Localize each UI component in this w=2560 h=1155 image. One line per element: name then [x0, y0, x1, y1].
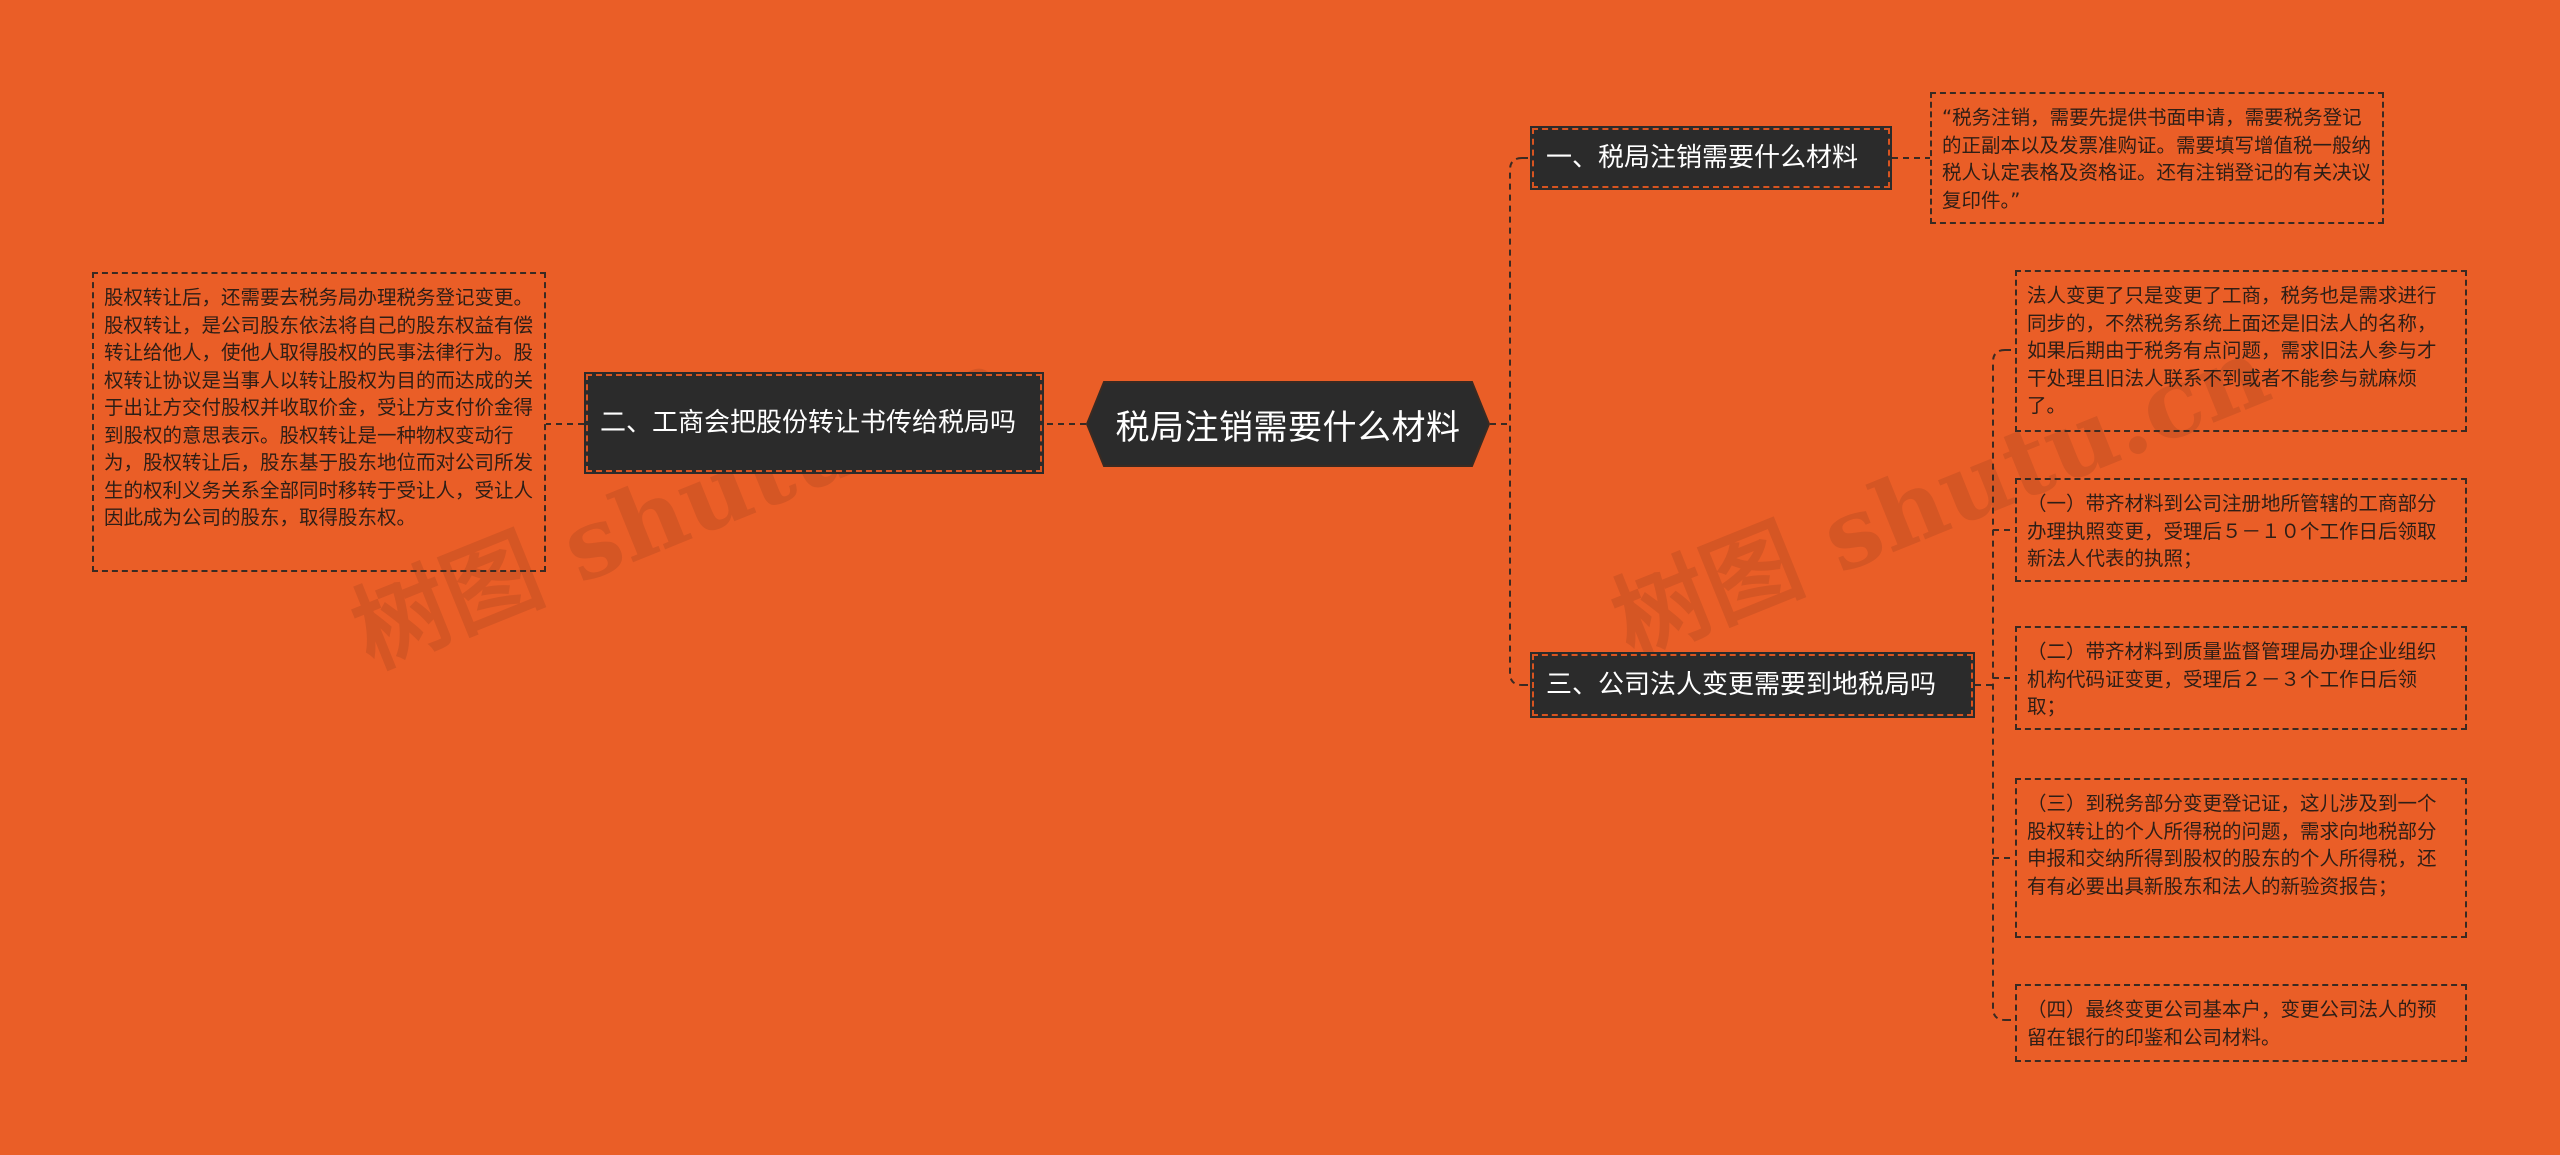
branch-2-label: 二、工商会把股份转让书传给税局吗	[600, 408, 1017, 438]
branch-3-note-5-text: （四）最终变更公司基本户，变更公司法人的预留在银行的印鉴和公司材料。	[2027, 998, 2437, 1049]
branch-3-note-5[interactable]: （四）最终变更公司基本户，变更公司法人的预留在银行的印鉴和公司材料。	[2015, 984, 2467, 1062]
branch-2-note[interactable]: 股权转让后，还需要去税务局办理税务登记变更。股权转让，是公司股东依法将自己的股东…	[92, 272, 546, 572]
connector-right-trunk	[1509, 157, 1523, 686]
branch-3-note-4-text: （三）到税务部分变更登记证，这儿涉及到一个股权转让的个人所得税的问题，需求向地税…	[2027, 792, 2437, 898]
branch-3-note-1[interactable]: 法人变更了只是变更了工商，税务也是需求进行同步的，不然税务系统上面还是旧法人的名…	[2015, 270, 2467, 432]
root-topic-label: 税局注销需要什么材料	[1115, 407, 1461, 448]
root-topic[interactable]: 税局注销需要什么材料	[1086, 381, 1490, 467]
branch-3-note-2-text: （一）带齐材料到公司注册地所管辖的工商部分办理执照变更，受理后５－１０个工作日后…	[2027, 492, 2437, 570]
branch-3-note-3-text: （二）带齐材料到质量监督管理局办理企业组织机构代码证变更，受理后２－３个工作日后…	[2027, 640, 2437, 718]
branch-3-label: 三、公司法人变更需要到地税局吗	[1546, 670, 1937, 700]
branch-3-note-1-text: 法人变更了只是变更了工商，税务也是需求进行同步的，不然税务系统上面还是旧法人的名…	[2027, 284, 2437, 417]
branch-3-note-2[interactable]: （一）带齐材料到公司注册地所管辖的工商部分办理执照变更，受理后５－１０个工作日后…	[2015, 478, 2467, 582]
connector-branch-3-trunk	[1992, 349, 2006, 1021]
branch-1-label: 一、税局注销需要什么材料	[1546, 143, 1859, 173]
branch-3-note-3[interactable]: （二）带齐材料到质量监督管理局办理企业组织机构代码证变更，受理后２－３个工作日后…	[2015, 626, 2467, 730]
branch-2-note-text: 股权转让后，还需要去税务局办理税务登记变更。股权转让，是公司股东依法将自己的股东…	[104, 286, 534, 529]
branch-3-topic[interactable]: 三、公司法人变更需要到地税局吗	[1530, 652, 1975, 718]
branch-1-topic[interactable]: 一、税局注销需要什么材料	[1530, 126, 1892, 190]
branch-2-topic[interactable]: 二、工商会把股份转让书传给税局吗	[584, 372, 1044, 474]
branch-1-note[interactable]: “税务注销，需要先提供书面申请，需要税务登记的正副本以及发票准购证。需要填写增值…	[1930, 92, 2384, 224]
branch-1-note-text: “税务注销，需要先提供书面申请，需要税务登记的正副本以及发票准购证。需要填写增值…	[1942, 106, 2372, 212]
branch-3-note-4[interactable]: （三）到税务部分变更登记证，这儿涉及到一个股权转让的个人所得税的问题，需求向地税…	[2015, 778, 2467, 938]
root-hexagon-shape	[1086, 381, 1490, 467]
